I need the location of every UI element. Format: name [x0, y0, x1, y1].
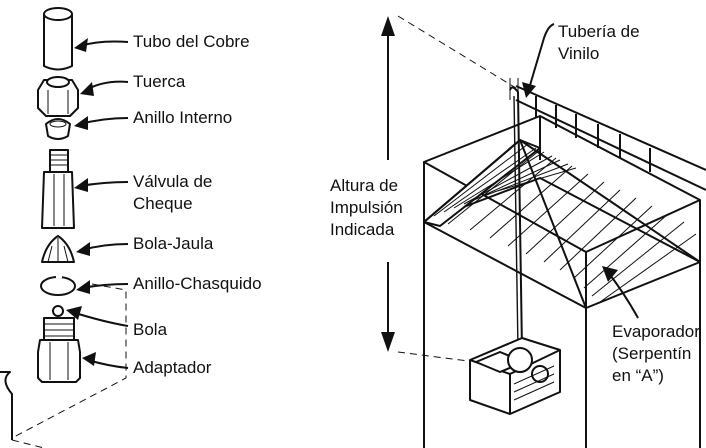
vinyl-tube-label-line1: Tubería de	[558, 22, 640, 41]
adapter-part	[37, 317, 81, 383]
copper-tube-part	[43, 7, 73, 71]
nut-label: Tuerca	[133, 72, 186, 91]
vinyl-tube-label-line2: Vinilo	[558, 44, 600, 63]
copper-tube-label: Tubo del Cobre	[133, 32, 250, 51]
snap-ring-part	[40, 272, 76, 296]
evaporator-label-line1: Evaporador	[612, 322, 700, 341]
right-arrows	[522, 23, 639, 319]
inner-ring-label: Anillo Interno	[133, 108, 233, 127]
evaporator-label-line2: (Serpentín	[612, 344, 692, 363]
inner-ring-part	[45, 118, 71, 140]
nut-part	[37, 76, 79, 117]
evaporator-label-line3: en “A”)	[612, 366, 664, 385]
evaporator-coil	[423, 139, 701, 309]
left-arrows	[66, 38, 129, 369]
check-valve-part	[41, 149, 75, 229]
lift-height-arrow	[381, 15, 517, 363]
ball-cage-label: Bola-Jaula	[133, 234, 214, 253]
lift-height-label-line1: Altura de	[330, 176, 399, 195]
ball-label: Bola	[133, 320, 168, 339]
check-valve-label-line1: Válvula de	[133, 172, 213, 191]
ball-part	[52, 305, 64, 317]
lift-height-label-line3: Indicada	[330, 220, 395, 239]
check-valve-label-line2: Cheque	[133, 194, 193, 213]
snap-ring-label: Anillo-Chasquido	[133, 274, 262, 293]
ball-cage-part	[41, 235, 75, 263]
adapter-label: Adaptador	[133, 358, 212, 377]
pan-outline	[0, 283, 127, 448]
lift-height-label-line2: Impulsión	[330, 198, 403, 217]
vinyl-tubing	[509, 78, 523, 351]
condensate-pump	[469, 337, 561, 415]
ceiling-ducts	[515, 85, 706, 191]
